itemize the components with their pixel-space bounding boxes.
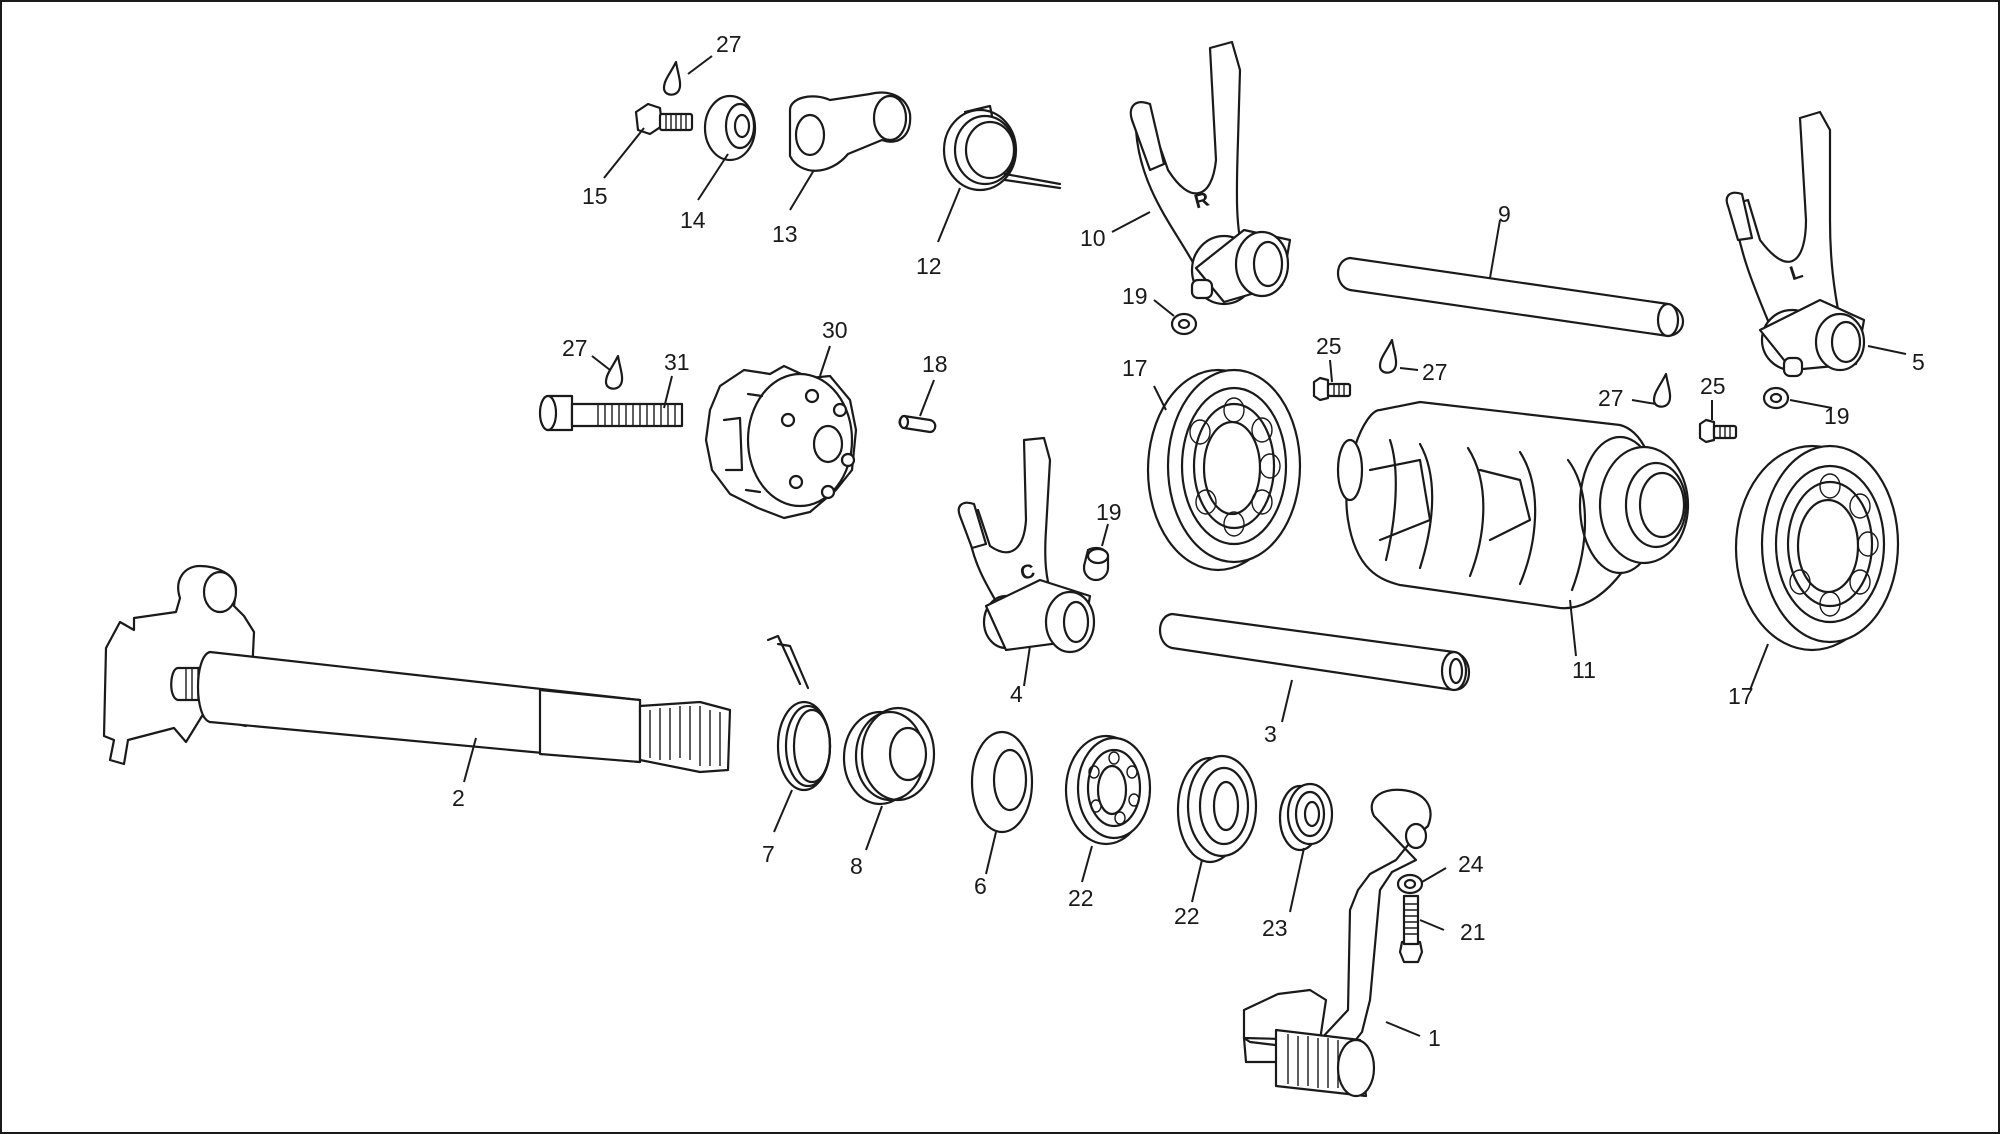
lever-13 (788, 91, 912, 172)
callout-27: 27 (1422, 359, 1448, 385)
bush-19a (1170, 312, 1198, 336)
callout-21: 21 (1460, 919, 1486, 945)
washer-6 (970, 730, 1034, 834)
fork-letter-r: R (1192, 188, 1212, 213)
callout-10: 10 (1080, 225, 1106, 251)
bearing-22a (1064, 734, 1152, 846)
callout-19: 19 (1824, 403, 1850, 429)
oil-drop-27c (1652, 372, 1672, 408)
spring-12 (942, 104, 1062, 192)
gearshift-shaft-2 (102, 564, 732, 774)
washer-24 (1396, 873, 1424, 895)
callout-27: 27 (562, 335, 588, 361)
bolt-21 (1398, 894, 1424, 964)
bush-19b (1762, 386, 1790, 410)
leader-lines (463, 55, 1907, 1037)
bush-19c (1082, 546, 1110, 582)
shift-fork-r-10: R (1129, 40, 1292, 306)
rod-9 (1336, 256, 1684, 338)
selector-drum-11 (1336, 400, 1690, 610)
bearing-17a (1146, 368, 1302, 572)
callout-27: 27 (1598, 385, 1624, 411)
callout-17: 17 (1728, 683, 1754, 709)
callout-30: 30 (822, 317, 848, 343)
callout-4: 4 (1010, 681, 1023, 707)
fork-letter-c: C (1018, 560, 1038, 585)
callout-numbers: 27 15 14 13 12 10 19 9 5 19 25 27 27 25 … (452, 31, 1925, 1051)
callout-17: 17 (1122, 355, 1148, 381)
callout-24: 24 (1458, 851, 1484, 877)
oil-drop-27d (604, 354, 624, 390)
callout-1: 1 (1428, 1025, 1441, 1051)
callout-31: 31 (664, 349, 690, 375)
gear-lever-1 (1242, 788, 1432, 1098)
oil-drop-27a (662, 60, 682, 96)
callout-23: 23 (1262, 915, 1288, 941)
callout-25: 25 (1700, 373, 1726, 399)
drum-cam-30 (704, 364, 858, 520)
shift-fork-c-4: C (957, 436, 1096, 654)
callout-15: 15 (582, 183, 608, 209)
callout-14: 14 (680, 207, 706, 233)
callout-7: 7 (762, 841, 775, 867)
callout-22: 22 (1174, 903, 1200, 929)
callout-3: 3 (1264, 721, 1277, 747)
shift-fork-l-5: L (1725, 110, 1866, 378)
washer-14 (703, 94, 757, 162)
bolt-25b (1698, 418, 1738, 444)
callout-8: 8 (850, 853, 863, 879)
bolt-25a (1312, 376, 1352, 402)
oil-drop-27b (1378, 338, 1398, 374)
callout-5: 5 (1912, 349, 1925, 375)
bearing-22b (1176, 754, 1258, 864)
callout-27: 27 (716, 31, 742, 57)
bearing-17b (1734, 444, 1900, 652)
callout-19: 19 (1096, 499, 1122, 525)
pin-18 (898, 414, 937, 434)
bolt-15 (634, 102, 694, 136)
callout-25: 25 (1316, 333, 1342, 359)
callout-6: 6 (974, 873, 987, 899)
callout-12: 12 (916, 253, 942, 279)
callout-2: 2 (452, 785, 465, 811)
callout-22: 22 (1068, 885, 1094, 911)
callout-13: 13 (772, 221, 798, 247)
bolt-31 (538, 394, 684, 432)
spring-7 (766, 634, 832, 792)
callout-19: 19 (1122, 283, 1148, 309)
oil-seal-8 (842, 706, 936, 806)
rod-3 (1158, 612, 1470, 692)
callout-9: 9 (1498, 201, 1511, 227)
bearing-23 (1278, 782, 1334, 852)
callout-11: 11 (1572, 657, 1596, 683)
callout-18: 18 (922, 351, 948, 377)
